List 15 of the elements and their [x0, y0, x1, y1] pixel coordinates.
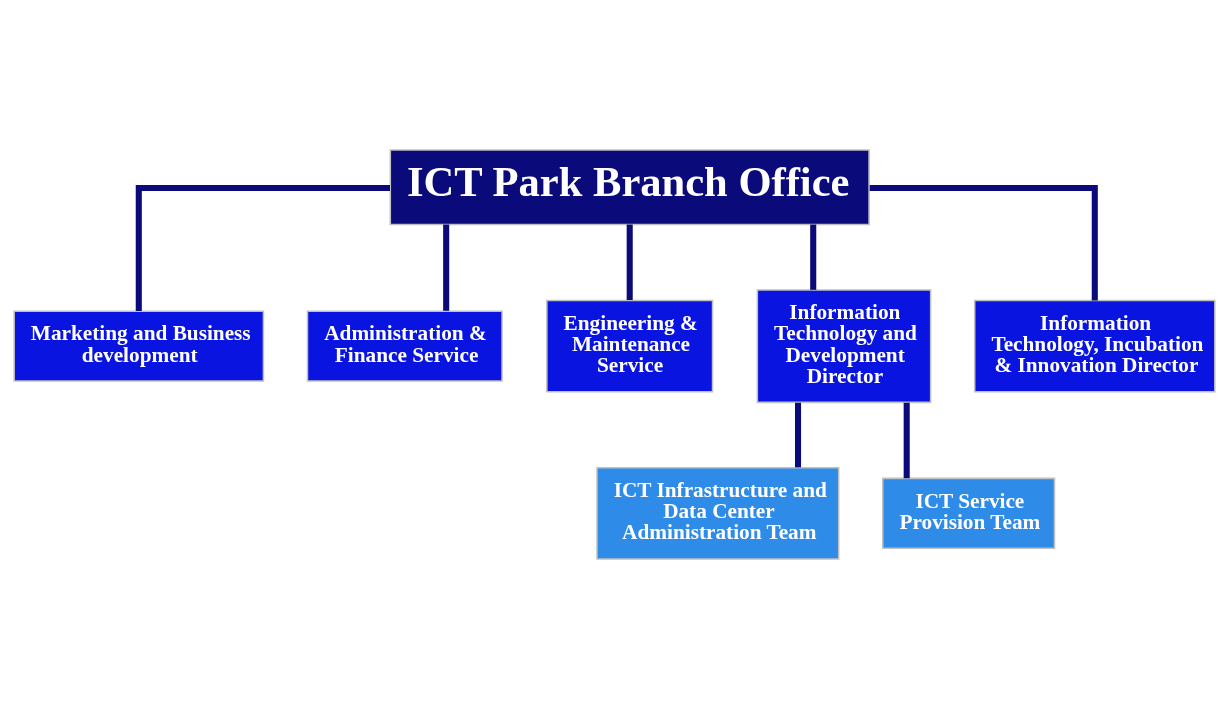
node-box: Engineering & Maintenance Service	[546, 299, 714, 392]
connector	[135, 184, 390, 311]
connector	[869, 184, 1098, 300]
connector	[903, 402, 910, 478]
node-box: Information Technology and Development Director	[756, 288, 932, 403]
node-box: Information Technology, Incubation & Innovation Director	[973, 299, 1216, 392]
connector	[443, 224, 450, 311]
connector	[626, 224, 633, 300]
node-box: Marketing and Business development	[13, 309, 265, 382]
node-box: Administration & Finance Service	[306, 309, 503, 382]
node-box: ICT Infrastructure and Data Center Administration Team	[596, 466, 840, 560]
node-box: ICT Service Provision Team	[882, 477, 1056, 549]
connector	[795, 402, 802, 467]
node-box: ICT Park Branch Office	[389, 148, 870, 225]
connector	[810, 224, 817, 290]
